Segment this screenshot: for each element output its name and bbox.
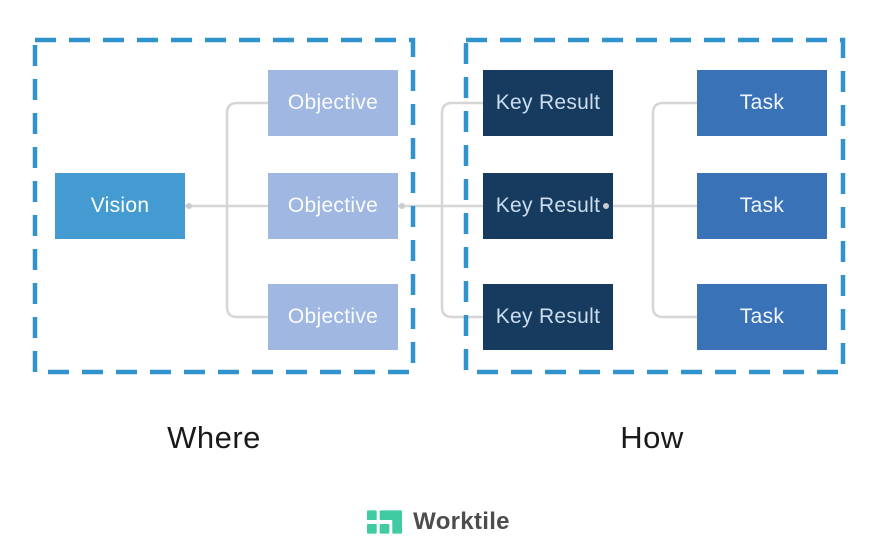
worktile-brand-text: Worktile [413, 508, 510, 535]
objective-box-1: Objective [268, 70, 398, 136]
task-box-1: Task [697, 70, 827, 136]
task-label: Task [739, 305, 785, 328]
vision-box: Vision [55, 173, 185, 239]
objective-label: Objective [287, 91, 379, 114]
objective-label: Objective [287, 194, 379, 217]
endpoint-dot-vision [186, 203, 192, 209]
worktile-logo-icon [367, 510, 403, 534]
objective-label: Objective [287, 305, 379, 328]
key-result-label: Key Result [495, 305, 601, 328]
key-result-box-3: Key Result [483, 284, 613, 350]
key-result-label: Key Result [495, 91, 601, 114]
task-box-3: Task [697, 284, 827, 350]
connector-keyresult-task-branches [651, 101, 697, 319]
key-result-box-1: Key Result [483, 70, 613, 136]
task-label: Task [739, 91, 785, 114]
objective-box-2: Objective [268, 173, 398, 239]
task-box-2: Task [697, 173, 827, 239]
endpoint-dot-objective [399, 203, 405, 209]
objective-box-3: Objective [268, 284, 398, 350]
vision-label: Vision [90, 194, 150, 217]
brand-footer: Worktile [0, 508, 877, 536]
connector-objective-keyresult-branches [440, 101, 483, 319]
where-panel-label: Where [167, 420, 261, 455]
task-label: Task [739, 194, 785, 217]
how-panel-label: How [620, 420, 684, 455]
key-result-label: Key Result [495, 194, 601, 217]
key-result-box-2: Key Result [483, 173, 613, 239]
connector-vision-objective-branches [225, 101, 268, 319]
